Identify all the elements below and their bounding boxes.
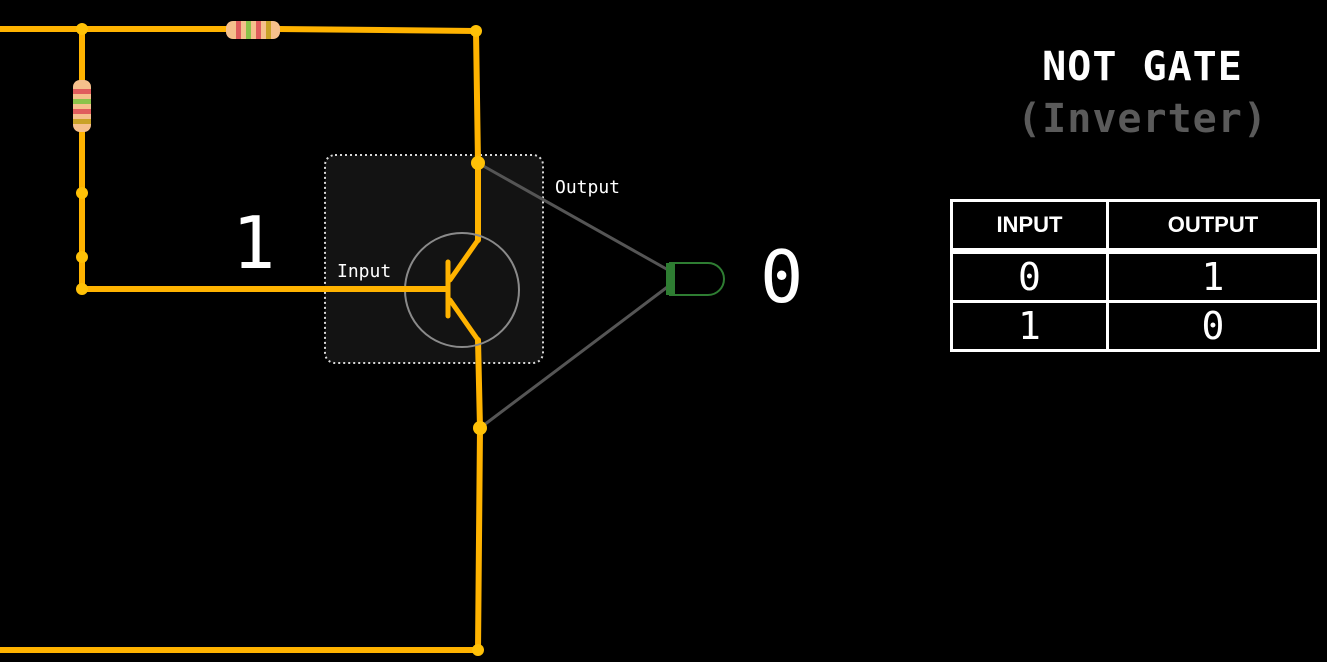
wire-top-right-collector xyxy=(275,26,481,243)
header-input: INPUT xyxy=(950,199,1109,253)
input-label: Input xyxy=(337,261,391,282)
resistor-horizontal xyxy=(226,21,280,39)
header-output: OUTPUT xyxy=(1105,199,1321,253)
resistor-vertical xyxy=(73,80,91,132)
truth-table-header-row: INPUT OUTPUT xyxy=(950,199,1321,253)
output-label: Output xyxy=(555,177,620,198)
table-row: 0 1 xyxy=(950,249,1321,303)
page-title: NOT GATE xyxy=(1042,44,1243,90)
transistor-emitter xyxy=(447,297,481,343)
led-icon xyxy=(666,262,725,296)
junction-nodes xyxy=(76,23,487,656)
transistor-module-box xyxy=(324,154,544,364)
table-row: 1 0 xyxy=(950,300,1321,352)
table-cell-input: 1 xyxy=(950,300,1109,352)
table-cell-input: 0 xyxy=(950,249,1109,303)
probe-wire-top xyxy=(477,161,671,273)
input-value: 1 xyxy=(232,201,275,285)
wire-emitter-ground xyxy=(0,337,483,653)
table-cell-output: 0 xyxy=(1105,300,1321,352)
probe-wire-bottom xyxy=(479,283,671,430)
truth-table: INPUT OUTPUT 0 1 1 0 xyxy=(950,199,1321,352)
page-subtitle: (Inverter) xyxy=(1017,96,1268,142)
led-probe-wires xyxy=(477,161,671,430)
circuit-diagram: Input Output 1 0 xyxy=(0,21,803,656)
transistor-symbol xyxy=(379,232,520,348)
transistor-collector xyxy=(447,237,481,283)
table-cell-output: 1 xyxy=(1105,249,1321,303)
output-value: 0 xyxy=(760,235,803,319)
